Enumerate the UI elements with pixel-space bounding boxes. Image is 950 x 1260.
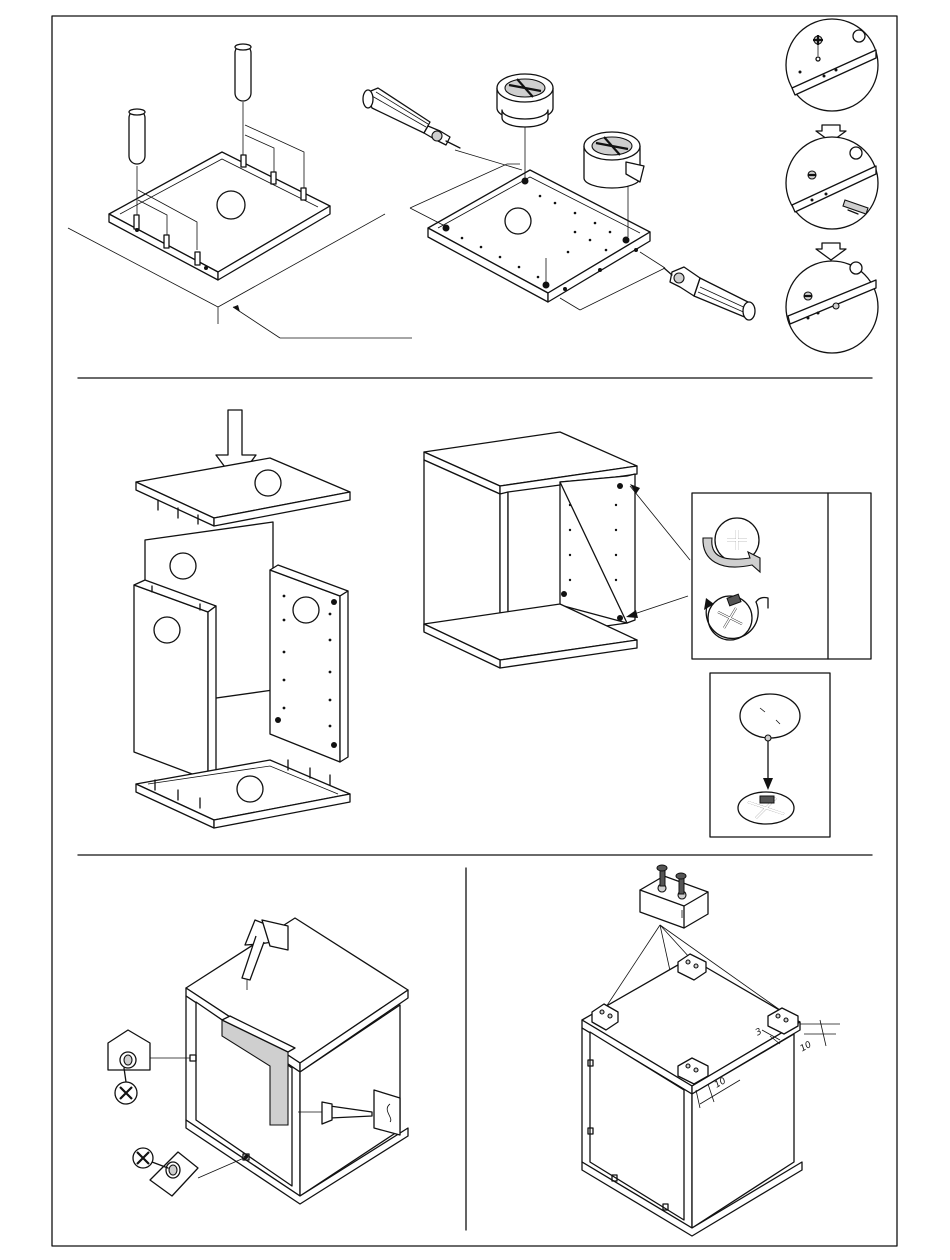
top-panel (136, 458, 350, 518)
step3-assembled-carcass (424, 432, 690, 668)
cam-lock-turn-detail (692, 493, 871, 659)
screwdriver-icon (363, 88, 460, 148)
step3-exploded-carcass (134, 410, 350, 828)
bottom-panel (136, 760, 350, 820)
screwdriver-icon (664, 267, 755, 320)
right-side-panel (270, 570, 340, 762)
step4-back-panel-fixing (108, 918, 408, 1204)
step5-top-connector-fixing: 10 10 3 (582, 865, 840, 1236)
down-arrow-icon (816, 243, 846, 260)
dimension-right: 10 (799, 1040, 814, 1055)
detail-circle (786, 137, 878, 229)
wooden-dowel (235, 44, 251, 101)
step-marker (850, 262, 862, 274)
cover-cap-detail (710, 673, 830, 837)
cam-lock-detail-sequence (786, 19, 878, 353)
down-arrow-icon (763, 778, 773, 790)
cam-lock (497, 74, 553, 127)
cover-cap (740, 694, 800, 738)
step-marker (850, 147, 862, 159)
wooden-dowel (129, 109, 145, 164)
cam-lock (584, 132, 644, 188)
left-side-panel (134, 585, 208, 780)
step-marker (853, 30, 865, 42)
step1-dowel-insertion (68, 44, 412, 338)
step2-cam-lock-insertion (363, 74, 755, 320)
